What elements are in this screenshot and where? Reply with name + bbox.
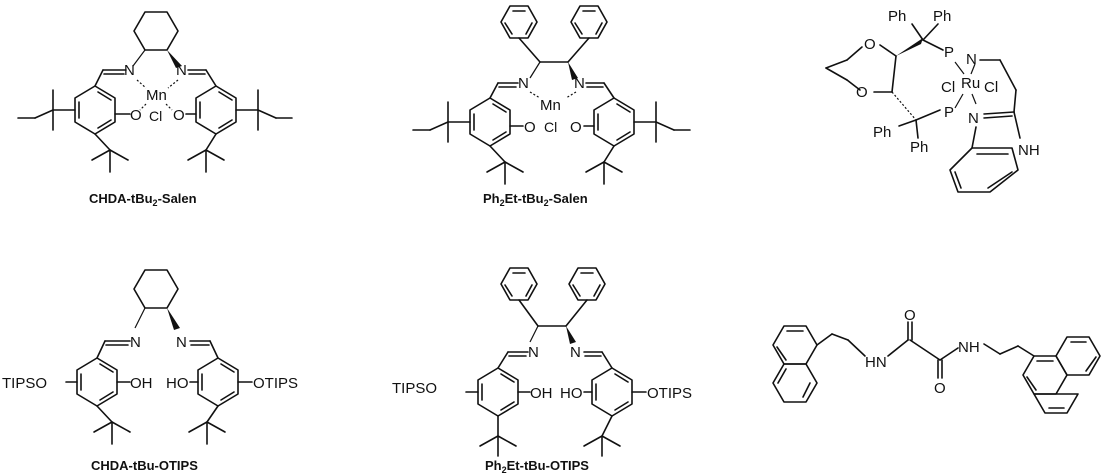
- phenyl-ring: [593, 97, 635, 147]
- nitrogen-label: N: [176, 334, 187, 351]
- structure-caption: CHDA-tBu2-Salen: [89, 191, 197, 208]
- structure-ph2et-otips: N N OH TIPSO HO OTIPS Ph2Et-tBu-OTIPS: [392, 267, 692, 475]
- structure-caption: Ph2Et-tBu2-Salen: [483, 191, 588, 208]
- nitrogen-label: N: [130, 334, 141, 351]
- structure-chda-otips: N N OH TIPSO HO OTIPS CHDA-tBu-OTIPS: [2, 269, 298, 473]
- wedge-bond: [566, 326, 576, 344]
- phenyl-ring: [591, 367, 633, 417]
- hydroxyl-label: OH: [530, 385, 553, 402]
- otips-label: OTIPS: [253, 375, 298, 392]
- hn-label: HN: [865, 354, 887, 371]
- structure-oxalamide: HN O O NH: [772, 307, 1101, 414]
- manganese-label: Mn: [146, 87, 167, 104]
- tipso-label: TIPSO: [2, 375, 47, 392]
- phenyl-ring: [197, 357, 239, 407]
- phenyl-ring: [469, 97, 511, 147]
- cyclohexane-ring: [133, 11, 179, 51]
- chloride-label: Cl: [984, 79, 998, 96]
- nitrogen-label: N: [176, 62, 187, 79]
- phenyl-ring: [568, 267, 606, 301]
- benzene-ring: [949, 147, 1019, 193]
- phenyl-ring: [477, 367, 519, 417]
- phosphorus-label: P: [944, 104, 954, 121]
- hydroxyl-label: HO: [166, 375, 189, 392]
- oxygen-label: O: [173, 107, 185, 124]
- nh-label: NH: [1018, 142, 1040, 159]
- hydroxyl-label: HO: [560, 385, 583, 402]
- oxygen-label: O: [856, 84, 868, 101]
- naphthalene-ring: [1033, 393, 1079, 414]
- phenyl-ring: [74, 85, 116, 135]
- phenyl-ring: [195, 85, 237, 135]
- nh-label: NH: [958, 339, 980, 356]
- nitrogen-label: N: [574, 75, 585, 92]
- structure-caption: CHDA-tBu-OTIPS: [91, 458, 198, 473]
- chloride-label: Cl: [941, 79, 955, 96]
- wedge-bond: [568, 62, 578, 80]
- oxygen-label: O: [524, 119, 536, 136]
- nitrogen-label: N: [528, 344, 539, 361]
- phenyl-label: Ph: [910, 139, 928, 156]
- structure-caption: Ph2Et-tBu-OTIPS: [485, 458, 589, 475]
- structure-ph2et-salen: N N Mn Cl O O: [412, 5, 691, 208]
- wedge-bond: [167, 50, 182, 68]
- phenyl-label: Ph: [933, 8, 951, 25]
- oxygen-label: O: [904, 307, 916, 324]
- phosphorus-label: P: [944, 44, 954, 61]
- ruthenium-label: Ru: [961, 75, 980, 92]
- cyclohexane-ring: [133, 269, 179, 309]
- structure-ru-complex: O O Ph Ph P N Cl Ru Cl P Ph Ph N NH: [825, 8, 1040, 193]
- chloride-label: Cl: [544, 119, 557, 135]
- structure-chda-salen: N N Mn Cl O O: [17, 11, 293, 208]
- oxygen-label: O: [130, 107, 142, 124]
- nitrogen-label: N: [570, 344, 581, 361]
- oxygen-label: O: [934, 380, 946, 397]
- phenyl-label: Ph: [888, 8, 906, 25]
- otips-label: OTIPS: [647, 385, 692, 402]
- nitrogen-label: N: [966, 51, 977, 68]
- nitrogen-label: N: [518, 75, 529, 92]
- naphthalene-ring: [772, 363, 818, 403]
- oxygen-label: O: [570, 119, 582, 136]
- manganese-label: Mn: [540, 97, 561, 114]
- wedge-bond: [896, 38, 923, 56]
- phenyl-ring: [500, 267, 538, 301]
- chloride-label: Cl: [149, 108, 162, 124]
- nitrogen-label: N: [124, 62, 135, 79]
- tipso-label: TIPSO: [392, 380, 437, 397]
- phenyl-ring: [76, 357, 118, 407]
- phenyl-ring: [570, 5, 608, 39]
- phenyl-ring: [500, 5, 538, 39]
- naphthalene-ring: [1055, 336, 1101, 376]
- nitrogen-label: N: [968, 110, 979, 127]
- oxygen-label: O: [864, 36, 876, 53]
- phenyl-label: Ph: [873, 124, 891, 141]
- hydroxyl-label: OH: [130, 375, 153, 392]
- wedge-bond: [167, 308, 180, 330]
